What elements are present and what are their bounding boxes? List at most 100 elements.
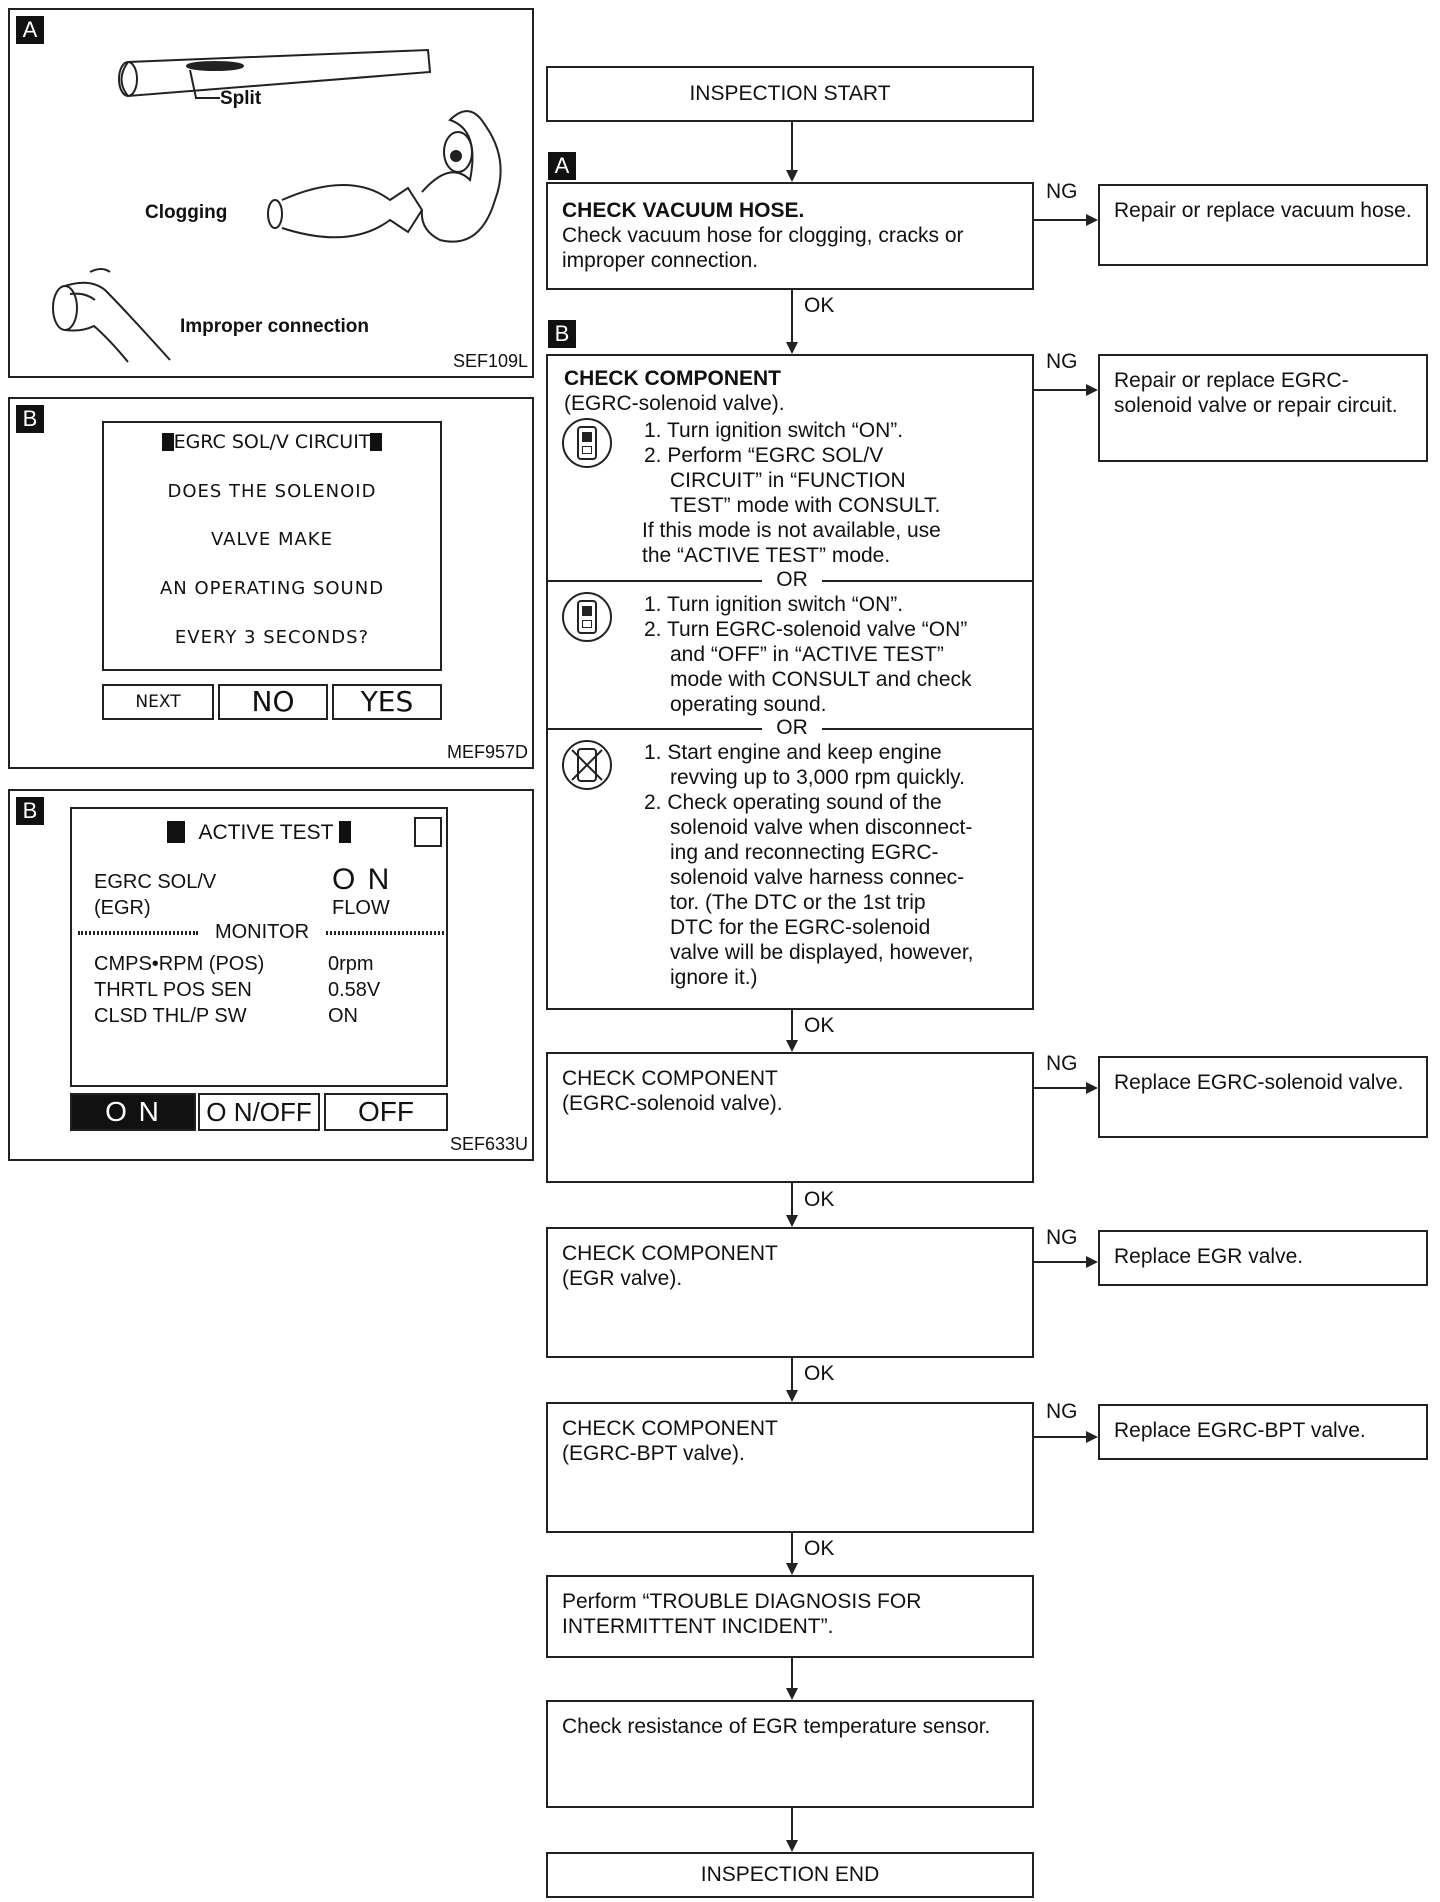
repair-egrc-solenoid-box: Repair or replace EGRC-solenoid valve or… [1098, 354, 1428, 462]
check-component-solenoid-box: CHECK COMPONENT (EGRC-solenoid valve). 1… [546, 354, 1034, 1010]
replace-egrc-bpt-box: Replace EGRC-BPT valve. [1098, 1404, 1428, 1460]
square-icon [370, 433, 383, 451]
replace-egrc-solenoid-box: Replace EGRC-solenoid valve. [1098, 1056, 1428, 1138]
vacuum-hose-illustration [52, 48, 502, 363]
sec3-step2a: 2. Check operating sound of the [644, 791, 942, 814]
panel-b-active-test-screen: B ACTIVE TEST EGRC SOL/V O N (EGR) FLOW … [8, 789, 534, 1161]
replace-egr-valve-box: Replace EGR valve. [1098, 1230, 1428, 1286]
monitor-row-1-label: CMPS•RPM (POS) [94, 953, 265, 975]
check-vacuum-hose-box: CHECK VACUUM HOSE. Check vacuum hose for… [546, 182, 1034, 290]
component3-ng-label: NG [1046, 1226, 1078, 1249]
component3-ok-label: OK [804, 1362, 835, 1385]
screen-title: EGRC SOL/V CIRCUIT [104, 431, 440, 453]
vacuum-ng-label: NG [1046, 180, 1078, 203]
panel-a-reference-code: SEF109L [452, 351, 528, 371]
check-component-solenoid-2-box: CHECK COMPONENT (EGRC-solenoid valve). [546, 1052, 1034, 1183]
sec1-step2a: 2. Perform “EGRC SOL/V [644, 444, 884, 467]
monitor-label: MONITOR [214, 921, 310, 943]
yes-button[interactable]: YES [332, 684, 442, 720]
component1-ng-label: NG [1046, 350, 1078, 373]
flow-tag-b: B [548, 320, 576, 348]
panel-b1-reference-code: MEF957D [446, 742, 528, 762]
no-consult-icon [562, 740, 612, 790]
vacuum-body: Check vacuum hose for clogging, cracks o… [562, 224, 964, 272]
screen-line-2: VALVE MAKE [211, 529, 333, 550]
empty-checkbox-icon [414, 817, 442, 847]
intermittent-incident-box: Perform “TROUBLE DIAGNOSIS FOR INTERMITT… [546, 1575, 1034, 1658]
label-clogging: Clogging [145, 202, 228, 223]
vacuum-title: CHECK VACUUM HOSE. [562, 199, 805, 222]
sec3-step2g: valve will be displayed, however, [670, 941, 974, 964]
component2-ok-label: OK [804, 1188, 835, 1211]
sec3-step2f: DTC for the EGRC-solenoid [670, 916, 931, 939]
or-label-2: OR [762, 715, 822, 740]
row2-label: (EGR) [94, 897, 151, 919]
flow-tag-a: A [548, 152, 576, 180]
monitor-divider-left [78, 931, 198, 935]
panel-b1-tag: B [16, 405, 44, 433]
sec3-step2d: solenoid valve harness connec- [670, 866, 965, 889]
sec2-step2b: and “OFF” in “ACTIVE TEST” [670, 643, 944, 666]
sec1-note1: If this mode is not available, use [642, 519, 941, 542]
inspection-start-box: INSPECTION START [546, 66, 1034, 122]
row1-label: EGRC SOL/V [94, 871, 217, 893]
row2-value: FLOW [332, 897, 390, 919]
panel-a-tag: A [16, 16, 44, 44]
consult-icon [562, 418, 612, 468]
sec3-step1b: revving up to 3,000 rpm quickly. [670, 766, 965, 789]
on-off-button[interactable]: O N/OFF [198, 1093, 320, 1131]
no-button[interactable]: NO [218, 684, 328, 720]
on-button[interactable]: O N [70, 1093, 196, 1131]
label-improper-connection: Improper connection [180, 316, 369, 337]
sec1-step2b: CIRCUIT” in “FUNCTION [670, 469, 906, 492]
component1-title: CHECK COMPONENT [564, 367, 782, 390]
component4-subtitle: (EGRC-BPT valve). [562, 1442, 745, 1465]
component3-subtitle: (EGR valve). [562, 1267, 683, 1290]
sec1-note2: the “ACTIVE TEST” mode. [642, 544, 891, 567]
sec2-step2a: 2. Turn EGRC-solenoid valve “ON” [644, 618, 968, 641]
component1-subtitle: (EGRC-solenoid valve). [564, 392, 785, 415]
label-split: Split [220, 88, 262, 109]
off-button[interactable]: OFF [324, 1093, 448, 1131]
component3-title: CHECK COMPONENT [562, 1242, 778, 1265]
square-icon [166, 821, 185, 843]
panel-a-vacuum-hose-illustration: A Split Clogging Improper connection SEF… [8, 8, 534, 378]
row1-value: O N [332, 863, 392, 896]
active-test-screen-frame: ACTIVE TEST EGRC SOL/V O N (EGR) FLOW MO… [70, 807, 448, 1087]
sec3-step2b: solenoid valve when disconnect- [670, 816, 973, 839]
repair-vacuum-hose-box: Repair or replace vacuum hose. [1098, 184, 1428, 266]
vacuum-ok-label: OK [804, 294, 835, 317]
monitor-row-3-label: CLSD THL/P SW [94, 1005, 247, 1027]
sec2-step1: 1. Turn ignition switch “ON”. [644, 593, 904, 616]
component2-title: CHECK COMPONENT [562, 1067, 778, 1090]
sec3-step2e: tor. (The DTC or the 1st trip [670, 891, 926, 914]
consult-screen-frame: EGRC SOL/V CIRCUIT DOES THE SOLENOID VAL… [102, 421, 442, 671]
component4-title: CHECK COMPONENT [562, 1417, 778, 1440]
monitor-divider-right [326, 931, 444, 935]
sec1-step1: 1. Turn ignition switch “ON”. [644, 419, 904, 442]
monitor-row-3-value: ON [328, 1005, 358, 1027]
screen-line-4: EVERY 3 SECONDS? [174, 627, 370, 648]
monitor-row-2-value: 0.58V [328, 979, 381, 1001]
next-button[interactable]: NEXT [102, 684, 214, 720]
active-test-title: ACTIVE TEST [72, 821, 446, 845]
panel-b-function-test-screen: B EGRC SOL/V CIRCUIT DOES THE SOLENOID V… [8, 397, 534, 769]
panel-b2-reference-code: SEF633U [449, 1134, 528, 1154]
component1-ok-label: OK [804, 1014, 835, 1037]
component2-subtitle: (EGRC-solenoid valve). [562, 1092, 783, 1115]
sec2-step2d: operating sound. [670, 693, 827, 716]
component4-ok-label: OK [804, 1537, 835, 1560]
monitor-row-1-value: 0rpm [328, 953, 374, 975]
inspection-end-box: INSPECTION END [546, 1852, 1034, 1898]
consult-icon [562, 592, 612, 642]
check-component-egr-valve-box: CHECK COMPONENT (EGR valve). [546, 1227, 1034, 1358]
panel-b2-tag: B [16, 797, 44, 825]
sec3-step2h: ignore it.) [670, 966, 758, 989]
screen-line-1: DOES THE SOLENOID [167, 481, 377, 502]
or-label-1: OR [762, 567, 822, 592]
sec1-step2c: TEST” mode with CONSULT. [670, 494, 941, 517]
square-icon [161, 433, 174, 451]
sec2-step2c: mode with CONSULT and check [670, 668, 972, 691]
component2-ng-label: NG [1046, 1052, 1078, 1075]
